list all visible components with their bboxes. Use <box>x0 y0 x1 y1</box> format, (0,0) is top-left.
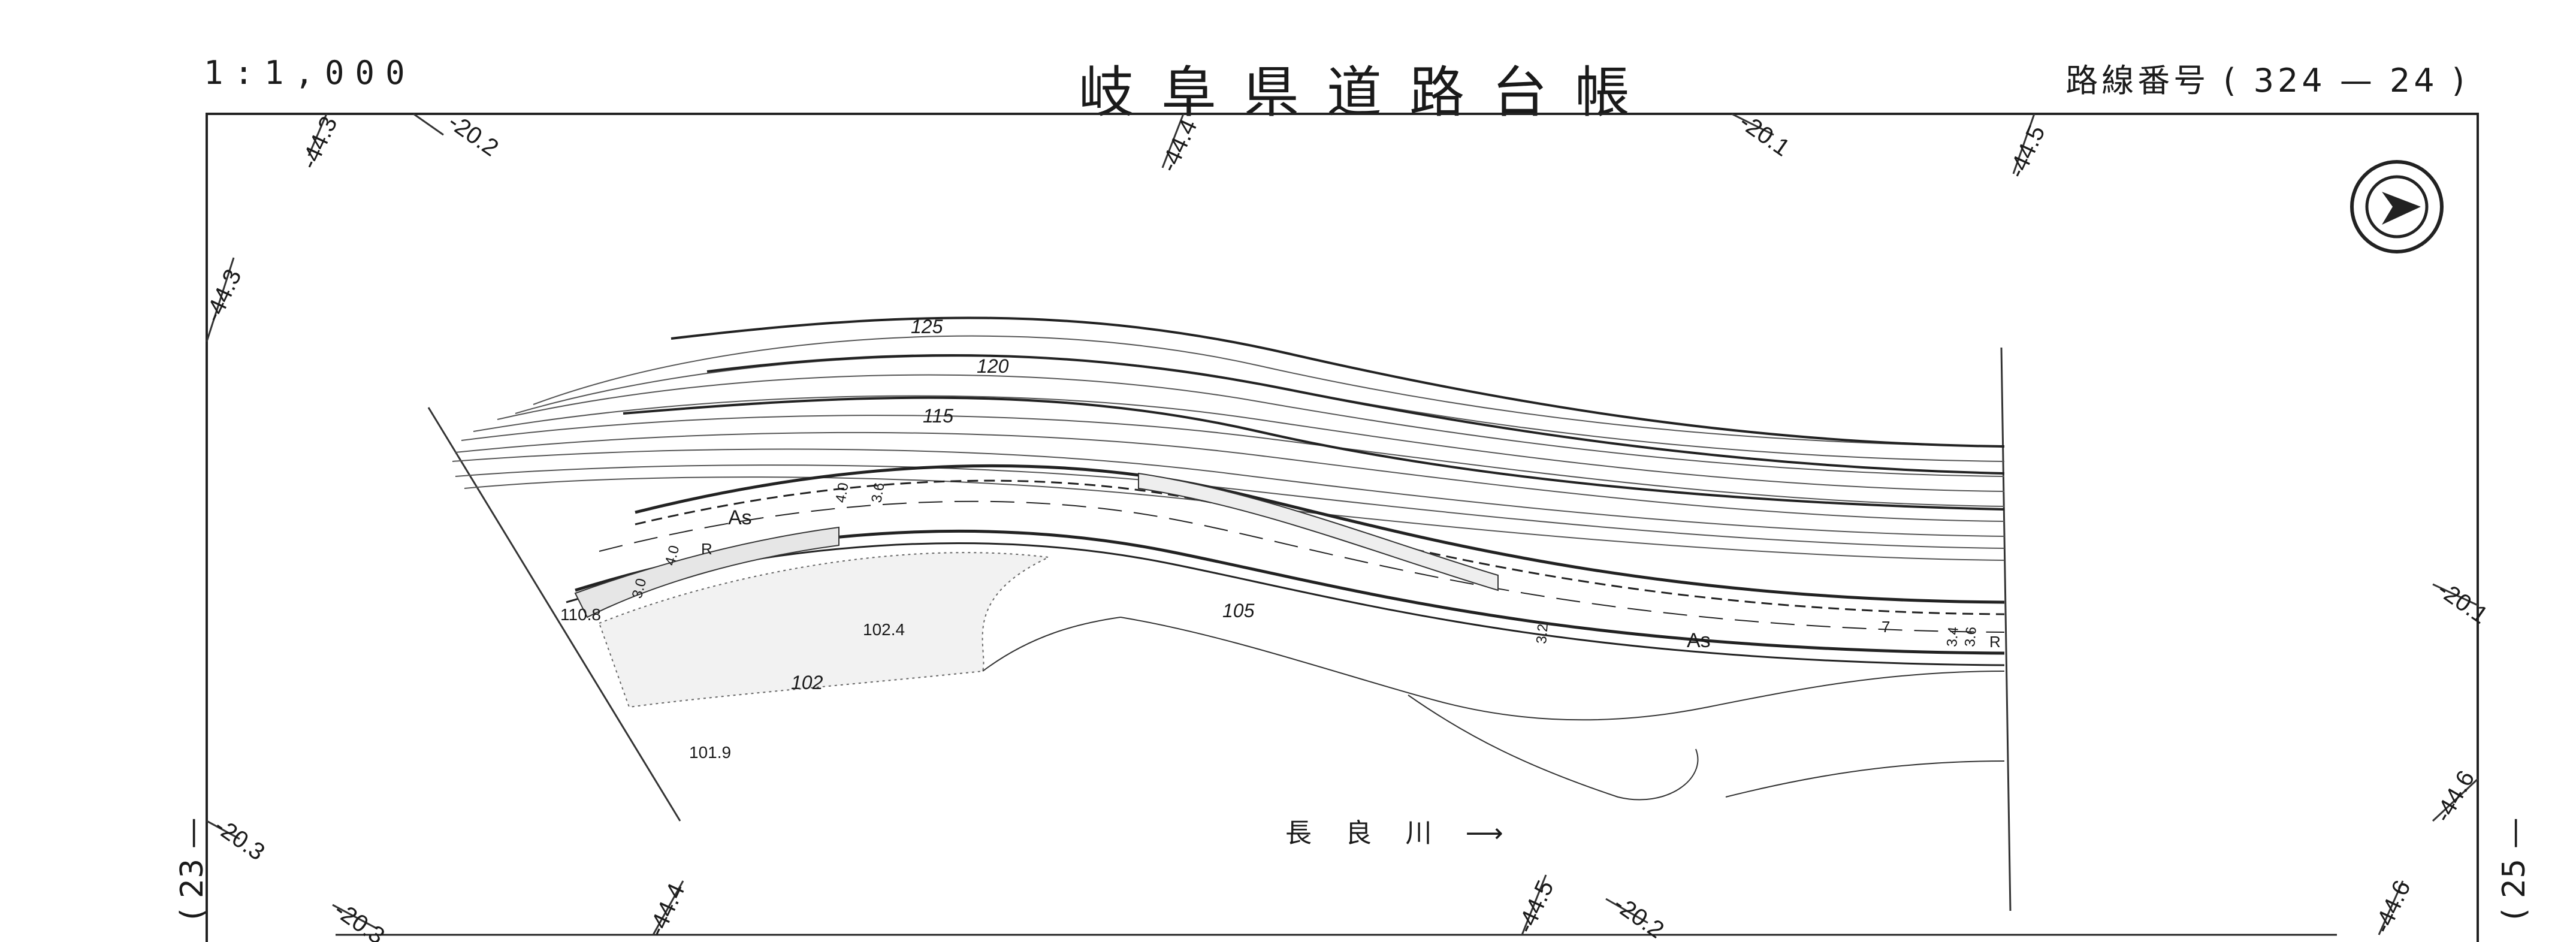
grid-label: -44.4 <box>1155 116 1202 176</box>
grid-label: -44.3 <box>295 113 342 173</box>
compass-north-arrow-icon <box>2350 160 2444 253</box>
road-width: 4.0 <box>832 481 851 504</box>
road-width: 3.6 <box>868 481 887 504</box>
grid-label: -44.6 <box>2430 766 2480 827</box>
grid-label: -44.5 <box>1512 877 1559 937</box>
grid-label: -44.5 <box>2003 122 2050 182</box>
survey-boundary <box>427 347 2012 911</box>
contour-label: 102 <box>791 672 823 693</box>
contour-label: 115 <box>923 405 953 427</box>
road-label: R <box>701 540 712 558</box>
grid-label: -44.6 <box>2369 877 2415 937</box>
contour-lines <box>452 335 2005 561</box>
spot-height: 101.9 <box>689 743 731 762</box>
flat-area <box>598 552 1051 708</box>
grid-label: -20.2 <box>443 108 503 161</box>
road-width: 3.4 <box>1944 626 1962 648</box>
grid-label: -44.4 <box>643 880 690 940</box>
retaining-wall <box>574 472 1499 618</box>
riverbank-rocks <box>982 617 2005 801</box>
grid-label: -20.1 <box>1735 108 1795 161</box>
route-number: 路線番号 ( 324 — 24 ) <box>2065 62 2468 99</box>
spot-height: 102.4 <box>863 620 905 639</box>
contour-label: 125 <box>911 316 943 337</box>
grid-label: -20.1 <box>2433 576 2493 629</box>
grid-label: -20.3 <box>210 813 270 865</box>
map-frame <box>206 113 2479 942</box>
road-width: 7 <box>1882 618 1890 636</box>
road-width: 3.2 <box>1533 623 1551 645</box>
contour-label: 120 <box>977 355 1009 377</box>
spot-height: 110.8 <box>560 605 601 624</box>
road-label: R <box>1989 633 2001 651</box>
river-label: 長 良 川 ⟶ <box>1285 819 1517 848</box>
road-surface-label: As <box>728 506 752 529</box>
road-width: 3.6 <box>1962 626 1980 648</box>
map-scale: 1:1,000 <box>204 54 416 92</box>
road-surface-label: As <box>1687 629 1711 652</box>
contour-label: 105 <box>1222 600 1255 621</box>
